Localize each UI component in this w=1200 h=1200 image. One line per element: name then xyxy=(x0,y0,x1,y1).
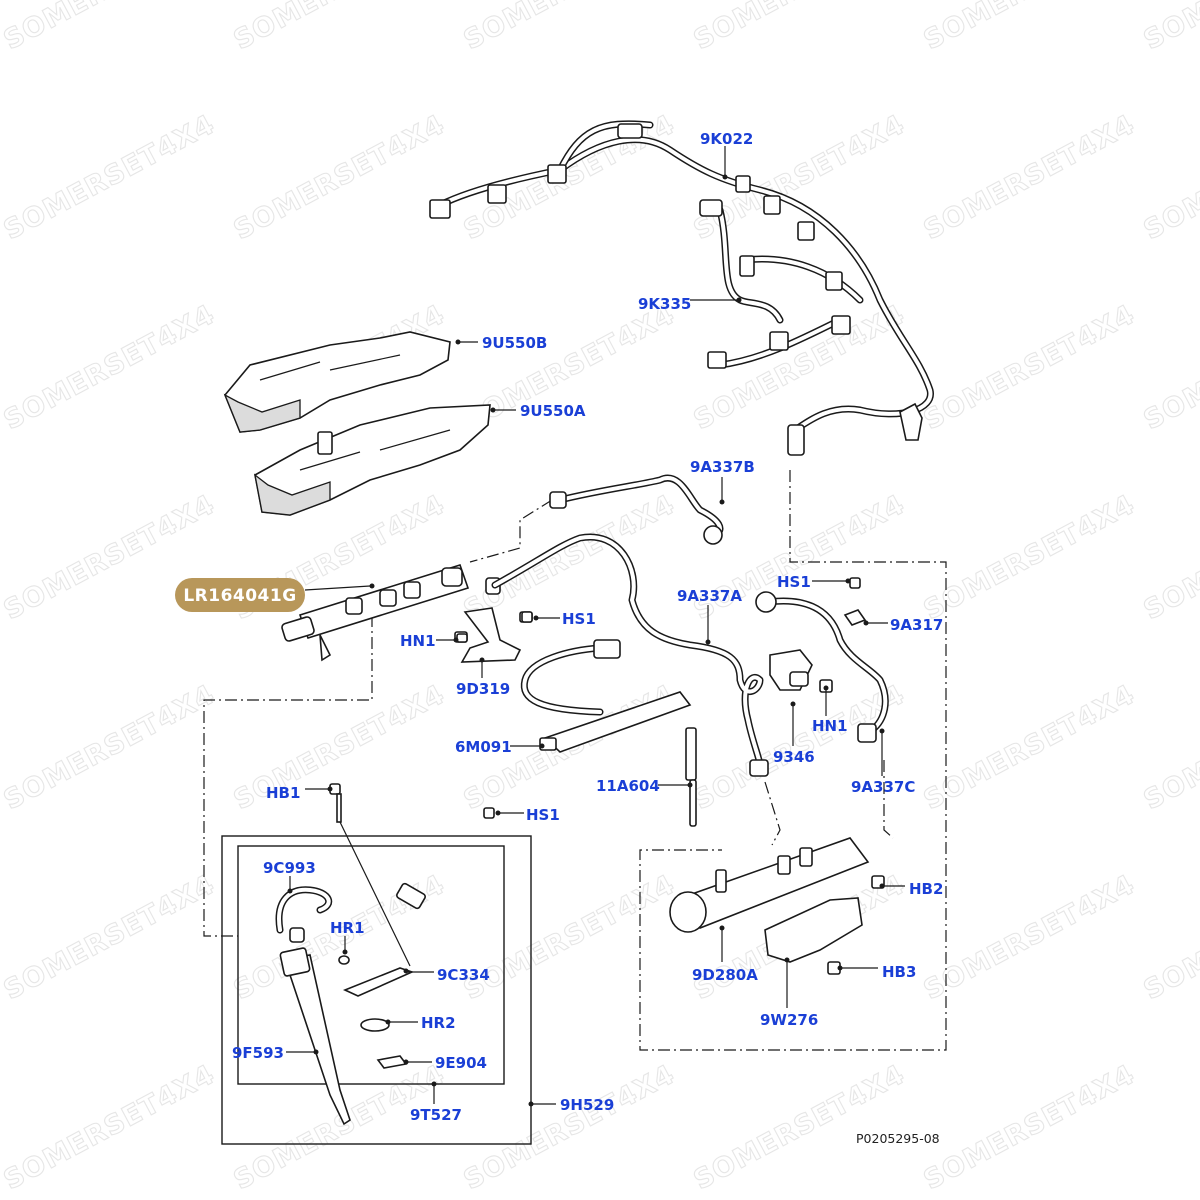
washer-9c334 xyxy=(342,967,415,997)
watermark: SOMERSET4X4 xyxy=(0,299,220,436)
callout-hs1-right[interactable]: HS1 xyxy=(777,573,811,591)
oring-hr2 xyxy=(360,1018,390,1032)
watermark: SOMERSET4X4 xyxy=(919,299,1140,436)
callout-9346[interactable]: 9346 xyxy=(773,748,815,766)
badge-pill[interactable] xyxy=(175,578,305,612)
watermark: SOMERSET4X4 xyxy=(919,679,1140,816)
callout-labels: 9K022 9K335 9U550B 9U550A 9A337B HS1 9A3… xyxy=(232,130,943,1124)
callout-9c993[interactable]: 9C993 xyxy=(263,859,316,877)
callout-hb1[interactable]: HB1 xyxy=(266,784,300,802)
callout-9a317[interactable]: 9A317 xyxy=(890,616,943,634)
watermark: SOMERSET4X4 xyxy=(0,869,220,1006)
fuel-tube-9a337a xyxy=(491,533,769,777)
callout-9f593[interactable]: 9F593 xyxy=(232,1044,284,1062)
watermark: SOMERSET4X4 xyxy=(689,0,910,56)
callout-9e904[interactable]: 9E904 xyxy=(435,1054,487,1072)
fuel-tube-9a337b xyxy=(549,474,724,545)
engine-cover-9u550b xyxy=(223,331,451,433)
glow-plug-11a604 xyxy=(685,727,697,827)
callout-9c334[interactable]: 9C334 xyxy=(437,966,490,984)
drawing-reference: P0205295-08 xyxy=(856,1131,940,1146)
callout-9d319[interactable]: 9D319 xyxy=(456,680,510,698)
watermark: SOMERSET4X4 xyxy=(1139,869,1200,1006)
fuel-rail xyxy=(281,564,501,662)
engine-cover-9u550a xyxy=(254,404,491,516)
callout-hn1-left[interactable]: HN1 xyxy=(400,632,436,650)
badge-label[interactable]: LR164041G xyxy=(183,586,296,606)
callout-9a337c[interactable]: 9A337C xyxy=(851,778,915,796)
callout-hn1-right[interactable]: HN1 xyxy=(812,717,848,735)
watermark: SOMERSET4X4 xyxy=(459,109,680,246)
watermark: SOMERSET4X4 xyxy=(1139,679,1200,816)
callout-9t527[interactable]: 9T527 xyxy=(410,1106,462,1124)
callout-9a337b[interactable]: 9A337B xyxy=(690,458,755,476)
leaders xyxy=(286,146,905,1107)
watermark: SOMERSET4X4 xyxy=(0,109,220,246)
watermark: SOMERSET4X4 xyxy=(919,869,1140,1006)
watermark: SOMERSET4X4 xyxy=(919,1059,1140,1196)
watermark: SOMERSET4X4 xyxy=(1139,299,1200,436)
watermark: SOMERSET4X4 xyxy=(0,0,220,56)
watermark: SOMERSET4X4 xyxy=(229,109,450,246)
harness-9k022 xyxy=(429,120,934,456)
callout-9u550b[interactable]: 9U550B xyxy=(482,334,547,352)
callout-6m091[interactable]: 6M091 xyxy=(455,738,512,756)
sensor-9346 xyxy=(769,649,813,691)
callout-hb3[interactable]: HB3 xyxy=(882,963,916,981)
watermark: SOMERSET4X4 xyxy=(1139,109,1200,246)
callout-9w276[interactable]: 9W276 xyxy=(760,1011,818,1029)
bracket-9w276 xyxy=(764,897,863,963)
watermark: SOMERSET4X4 xyxy=(919,0,1140,56)
pump-9d280a xyxy=(669,837,870,933)
pipe-9c993 xyxy=(275,886,333,943)
watermark: SOMERSET4X4 xyxy=(689,1059,910,1196)
callout-hs1-lower[interactable]: HS1 xyxy=(526,806,560,824)
callout-9k022[interactable]: 9K022 xyxy=(700,130,753,148)
watermark: SOMERSET4X4 xyxy=(0,1059,220,1196)
callout-9d280a[interactable]: 9D280A xyxy=(692,966,758,984)
callout-9h529[interactable]: 9H529 xyxy=(560,1096,614,1114)
fuel-tube-9a337c xyxy=(755,591,889,743)
callout-9a337a[interactable]: 9A337A xyxy=(677,587,742,605)
injector-sub-box xyxy=(237,845,505,1085)
injector-kit-box xyxy=(221,835,532,1145)
bolt-axis xyxy=(339,821,411,967)
watermark: SOMERSET4X4 xyxy=(459,869,680,1006)
watermark: SOMERSET4X4 xyxy=(919,489,1140,626)
watermark: SOMERSET4X4 xyxy=(229,0,450,56)
watermark: SOMERSET4X4 xyxy=(459,489,680,626)
watermark: SOMERSET4X4 xyxy=(1139,489,1200,626)
clip-9e904 xyxy=(376,1055,408,1069)
part-number-badge[interactable]: LR164041G xyxy=(175,578,305,612)
callout-hs1-mid[interactable]: HS1 xyxy=(562,610,596,628)
watermark: SOMERSET4X4 xyxy=(919,109,1140,246)
injector-9f593 xyxy=(279,947,351,1126)
watermark: SOMERSET4X4 xyxy=(459,0,680,56)
watermark: SOMERSET4X4 xyxy=(1139,0,1200,56)
callout-11a604[interactable]: 11A604 xyxy=(596,777,660,795)
watermark: SOMERSET4X4 xyxy=(229,1059,450,1196)
callout-9u550a[interactable]: 9U550A xyxy=(520,402,586,420)
watermark: SOMERSET4X4 xyxy=(459,1059,680,1196)
callout-hr1[interactable]: HR1 xyxy=(330,919,365,937)
hardware xyxy=(329,577,867,823)
dashed-guides xyxy=(203,470,947,1051)
oring-hr1 xyxy=(338,955,350,965)
watermark: SOMERSET4X4 xyxy=(0,679,220,816)
clamp-hs1 xyxy=(396,882,426,910)
callout-hr2[interactable]: HR2 xyxy=(421,1014,456,1032)
callout-9k335[interactable]: 9K335 xyxy=(638,295,691,313)
callout-hb2[interactable]: HB2 xyxy=(909,880,943,898)
